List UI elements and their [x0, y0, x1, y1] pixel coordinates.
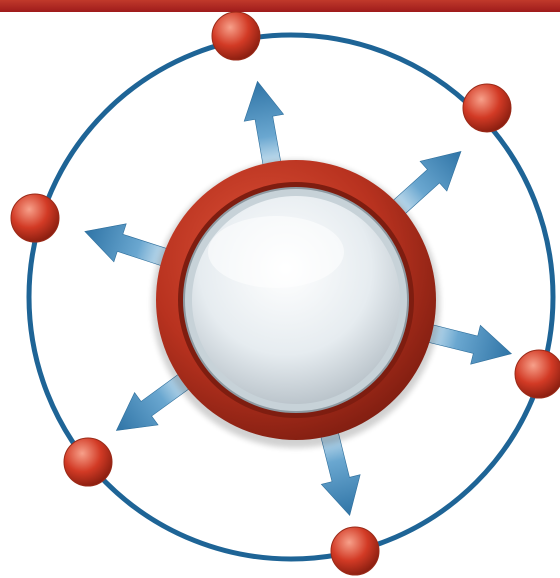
- orbit-node: [64, 438, 112, 486]
- central-hub: [152, 160, 440, 448]
- orbit-node: [515, 350, 560, 398]
- orbit-node: [11, 194, 59, 242]
- hub-face-highlight: [208, 216, 344, 288]
- orbit-node: [463, 84, 511, 132]
- orbit-node: [331, 527, 379, 575]
- orbit-node: [212, 12, 260, 60]
